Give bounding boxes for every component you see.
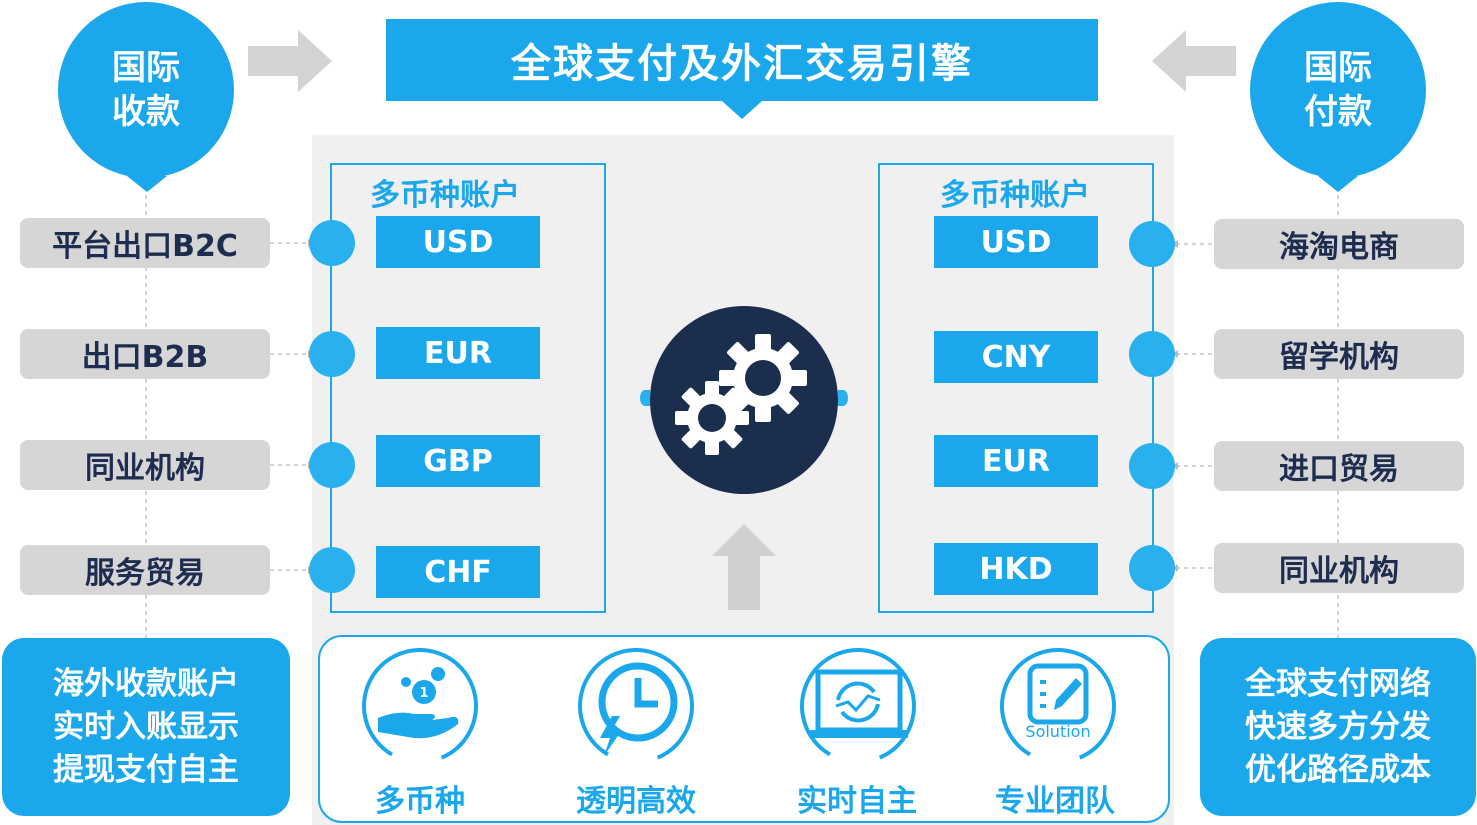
feature-transparent-efficient: 透明高效 <box>576 784 696 819</box>
target-study-abroad: 留学机构 <box>1214 329 1464 379</box>
clock-lightning-icon <box>578 648 694 764</box>
right-note: 全球支付网络 快速多方分发 优化路径成本 <box>1200 638 1476 816</box>
source-service-trade: 服务贸易 <box>20 545 270 595</box>
feature-realtime-autonomous: 实时自主 <box>797 784 917 819</box>
svg-text:1: 1 <box>419 686 428 701</box>
right-account-title: 多币种账户 <box>940 178 1090 213</box>
right-account-box <box>878 163 1154 613</box>
arrow-right-icon <box>248 30 332 92</box>
currency-eur: EUR <box>376 327 540 379</box>
left-note: 海外收款账户 实时入账显示 提现支付自主 <box>2 638 290 816</box>
gears-icon <box>675 334 807 455</box>
currency-usd: USD <box>934 216 1098 268</box>
currency-usd: USD <box>376 216 540 268</box>
source-export-b2b: 出口B2B <box>20 329 270 379</box>
left-account-title: 多币种账户 <box>370 178 520 213</box>
monitor-refresh-icon <box>800 648 916 764</box>
circle-label: 付款 <box>1304 92 1372 132</box>
note-line: 优化路径成本 <box>1245 751 1431 788</box>
target-import-trade: 进口贸易 <box>1214 441 1464 491</box>
arrow-left-icon <box>1152 30 1236 92</box>
source-peer-institution: 同业机构 <box>20 440 270 490</box>
source-platform-b2c: 平台出口B2C <box>20 218 270 268</box>
connector-dot <box>309 220 355 266</box>
left-account-box <box>330 163 606 613</box>
note-line: 海外收款账户 <box>53 665 239 702</box>
pointer-triangle <box>722 101 762 119</box>
pointer-triangle <box>127 176 167 192</box>
connector-dot <box>309 331 355 377</box>
currency-chf: CHF <box>376 546 540 598</box>
target-peer-institution: 同业机构 <box>1214 543 1464 593</box>
arrow-up-icon <box>712 524 776 610</box>
connector-dot <box>309 547 355 593</box>
connector-dot <box>309 442 355 488</box>
page-title: 全球支付及外汇交易引擎 <box>386 19 1098 101</box>
engine-gears <box>650 306 838 494</box>
currency-cny: CNY <box>934 331 1098 383</box>
coin-hand-icon: 1 <box>362 648 478 764</box>
circle-label: 国际 <box>1304 48 1372 88</box>
target-cross-border-ecommerce: 海淘电商 <box>1214 219 1464 269</box>
note-line: 快速多方分发 <box>1245 708 1431 745</box>
note-line: 提现支付自主 <box>53 751 239 788</box>
circle-label: 收款 <box>112 92 180 132</box>
currency-gbp: GBP <box>376 435 540 487</box>
intl-pay-circle: 国际付款 <box>1250 2 1426 178</box>
connector-dot <box>1129 443 1175 489</box>
feature-multi-currency: 多币种 <box>375 784 465 819</box>
gear-connector <box>640 390 650 406</box>
currency-eur: EUR <box>934 435 1098 487</box>
pointer-triangle <box>1318 176 1358 192</box>
connector-dot <box>1129 545 1175 591</box>
note-line: 实时入账显示 <box>53 708 239 745</box>
connector-dot <box>1129 221 1175 267</box>
solution-icon-text: Solution <box>1025 722 1091 741</box>
circle-label: 国际 <box>112 48 180 88</box>
currency-hkd: HKD <box>934 543 1098 595</box>
feature-professional-team: 专业团队 <box>995 784 1115 819</box>
solution-icon: Solution <box>996 644 1120 768</box>
connector-dot <box>1129 331 1175 377</box>
gear-connector <box>838 390 848 406</box>
intl-receive-circle: 国际收款 <box>58 2 234 178</box>
note-line: 全球支付网络 <box>1245 665 1431 702</box>
